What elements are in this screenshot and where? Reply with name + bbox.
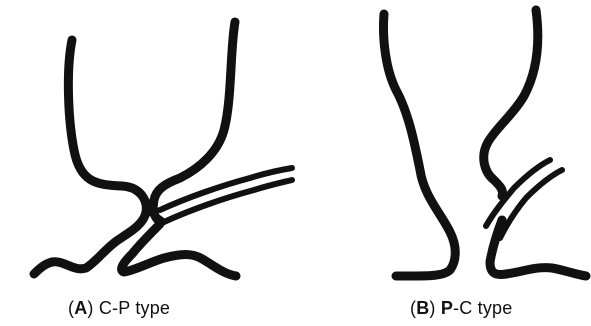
- panel-b-caption: (B) P-C type: [410, 298, 512, 319]
- panel-a: (A) C-P type: [0, 0, 300, 326]
- panel-b-type-first: P: [441, 298, 453, 318]
- panel-a-type-first: C: [99, 298, 112, 318]
- panel-a-type-word: type: [135, 298, 170, 318]
- panel-a-letter: A: [74, 298, 87, 318]
- panel-b-left-wall: [384, 14, 456, 276]
- panel-b-right-wall: [484, 10, 538, 196]
- panel-b-drawing: [300, 0, 591, 300]
- panel-b-letter: B: [416, 298, 429, 318]
- panel-a-lower-right: [122, 224, 236, 276]
- panel-a-type-second: P: [118, 298, 130, 318]
- panel-b-tube-upper: [486, 160, 550, 226]
- panel-b-tube-lower: [500, 170, 562, 238]
- panel-a-left-wall: [34, 40, 146, 274]
- panel-a-drawing: [0, 0, 300, 300]
- panel-a-caption: (A) C-P type: [68, 298, 170, 319]
- panel-b-type-second: C: [459, 298, 472, 318]
- panel-b: (B) P-C type: [300, 0, 591, 326]
- panel-a-right-wall: [153, 22, 235, 220]
- panel-b-type-word: type: [478, 298, 513, 318]
